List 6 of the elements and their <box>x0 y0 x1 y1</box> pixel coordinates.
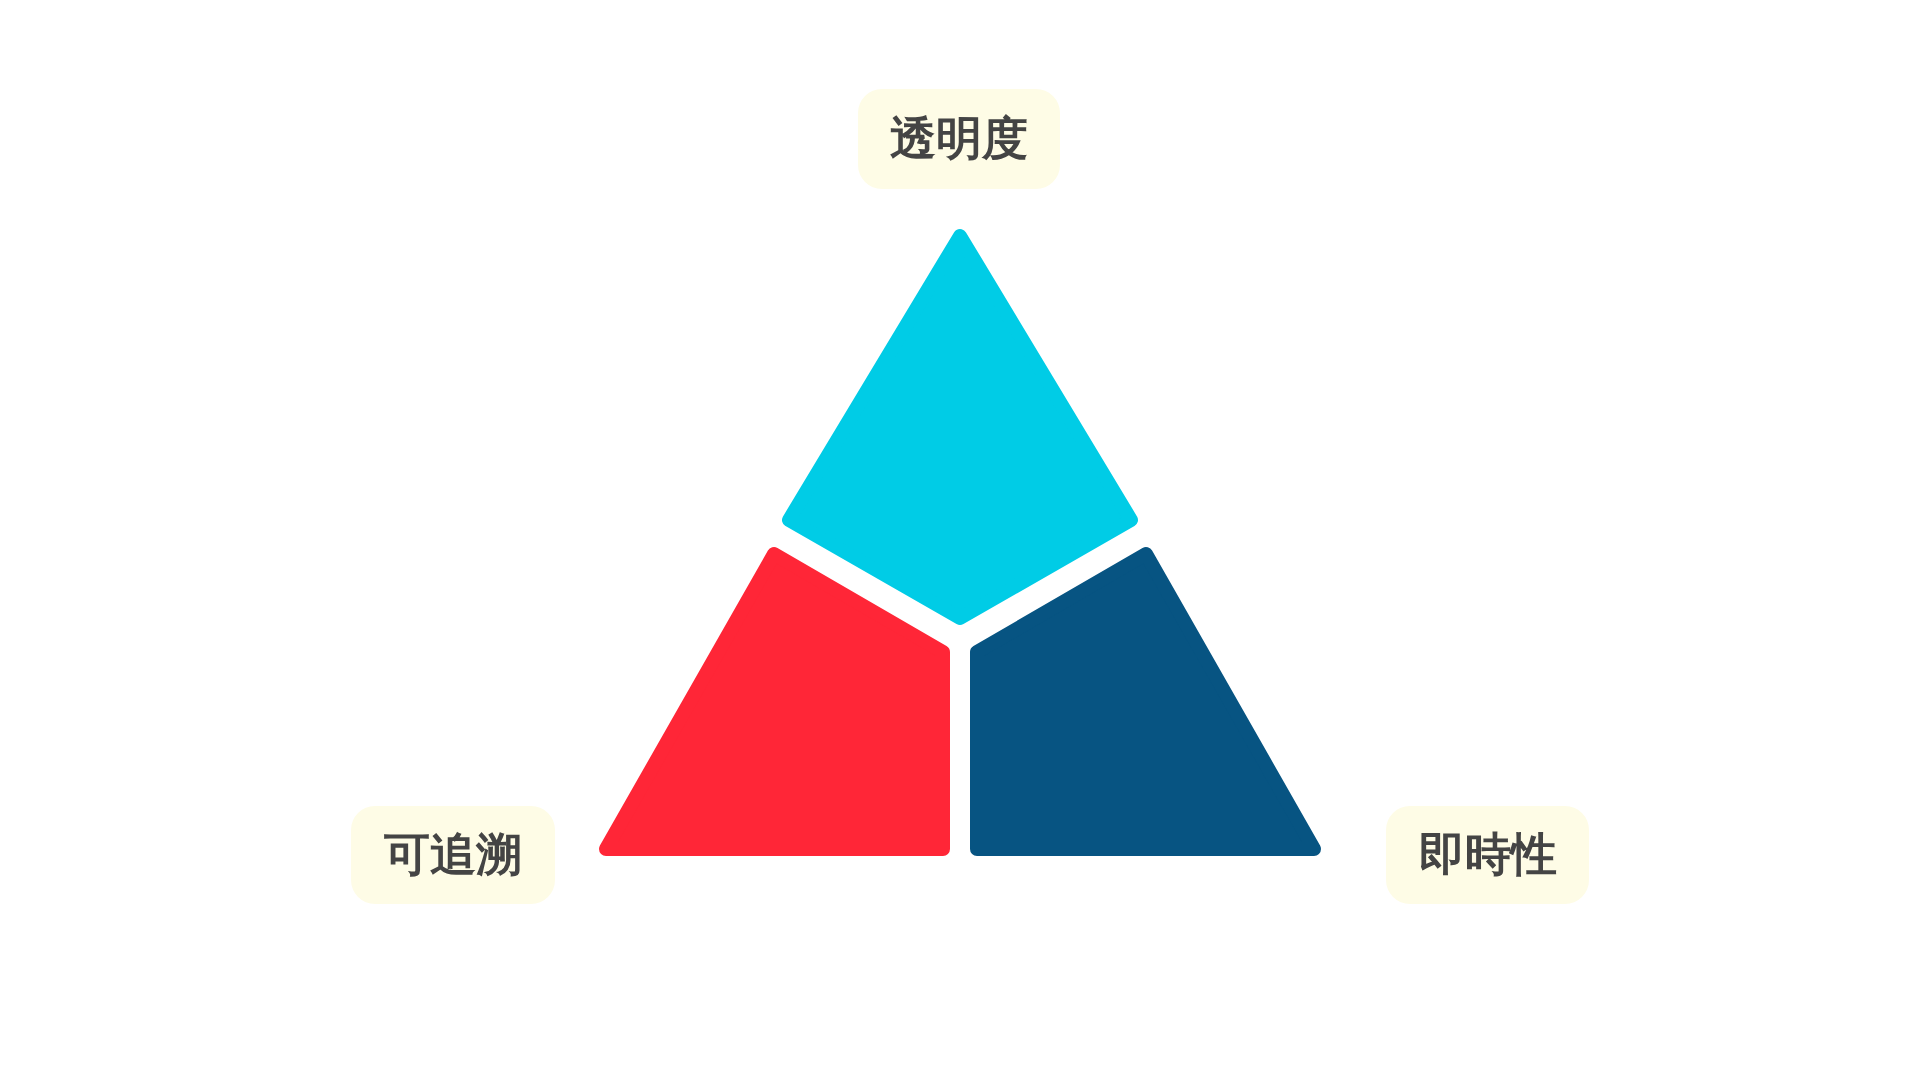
label-text: 可追溯 <box>384 826 522 883</box>
label-text: 即時性 <box>1418 826 1557 883</box>
label-box <box>351 806 555 904</box>
label-box <box>858 89 1060 189</box>
label-text: 透明度 <box>890 110 1028 167</box>
label-box <box>1386 806 1589 904</box>
